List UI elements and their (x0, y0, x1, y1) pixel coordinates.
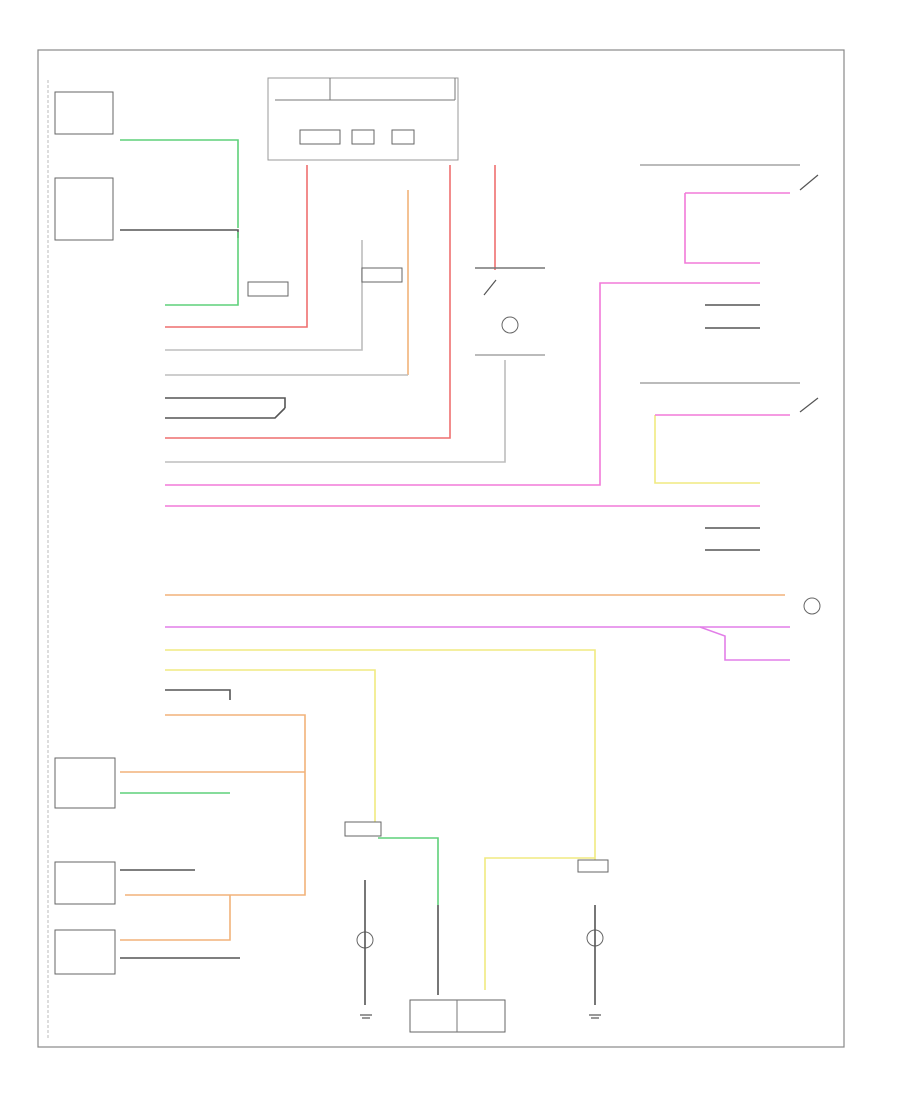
wire-red-long (165, 165, 451, 439)
right-switch-mid (640, 382, 819, 413)
switch (483, 279, 497, 296)
headlamp-switch-box (54, 91, 114, 135)
wire-green-left (165, 232, 239, 306)
lamp-bulb-center (475, 316, 545, 356)
wire-red-fuse-left (165, 165, 308, 328)
lamp-bulb-right (803, 597, 821, 615)
wire-black-1 (165, 397, 286, 408)
bottom-module-box (409, 999, 506, 1033)
steering-control-box (54, 177, 114, 241)
wire-yellow-right (654, 415, 760, 484)
wire-yellow-bottom (484, 857, 595, 990)
wire-orange-left-loop (125, 714, 306, 896)
wire-yellow-long (165, 649, 596, 860)
connector-bottom-right (577, 859, 609, 873)
fuse-block (267, 77, 459, 161)
cluster-lamp-box (54, 757, 116, 809)
wire-pink-top-right (684, 193, 760, 264)
wire-yellow-mid (165, 669, 376, 830)
wire-black-2 (165, 407, 286, 419)
wire-black-3 (165, 689, 231, 700)
wire-black-steering (120, 229, 239, 238)
ground-symbol (360, 1014, 601, 1019)
wire-green-top (120, 139, 239, 228)
wire-pink-1 (165, 282, 760, 486)
connector-bottom-left (344, 821, 382, 837)
connector (361, 267, 403, 283)
wire-orange-trunk (120, 895, 231, 941)
wire-violet-long (165, 626, 790, 661)
connector-left (247, 281, 289, 297)
wire-gray-3 (165, 360, 506, 463)
right-switch-top (640, 164, 819, 191)
wire-green-bottom (378, 837, 439, 905)
trunk-lamp-box (54, 861, 116, 975)
diagram-frame (37, 49, 845, 1048)
